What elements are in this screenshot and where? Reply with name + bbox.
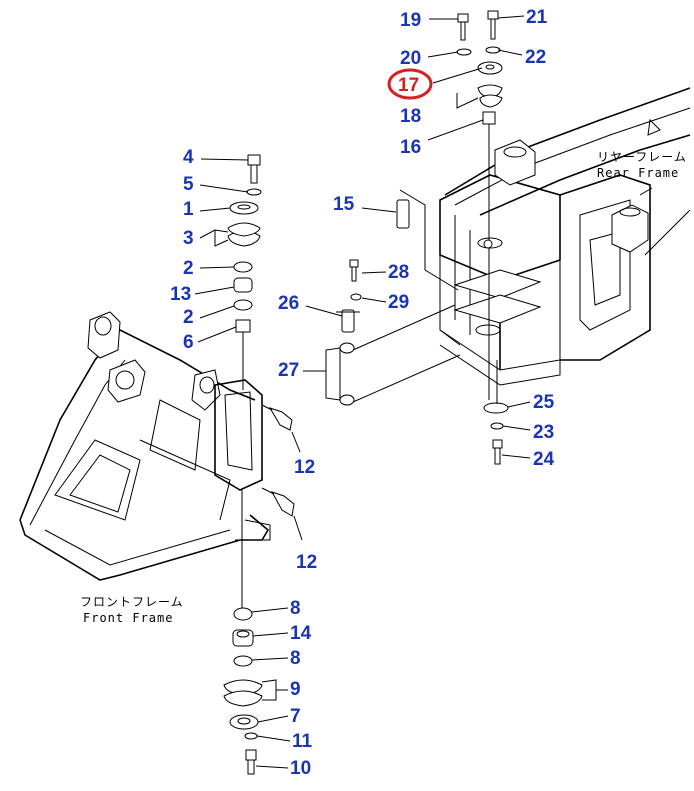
lower-left-stack [223, 490, 263, 775]
callout-4: 4 [183, 147, 194, 168]
callout-numbers: 19 21 20 22 17 18 16 15 4 5 1 3 2 13 2 6… [170, 7, 555, 779]
callout-22: 22 [525, 47, 546, 68]
callout-12-lower: 12 [296, 552, 317, 573]
rear-frame-label-jp: リヤーフレーム [597, 150, 687, 164]
callout-13: 13 [170, 284, 191, 305]
upper-pin-stack [456, 10, 509, 465]
callout-15: 15 [333, 194, 355, 215]
grease-fittings [261, 404, 295, 517]
callout-7: 7 [290, 706, 301, 727]
callout-2-lower: 2 [183, 307, 194, 328]
callout-27: 27 [278, 360, 299, 381]
leader-lines [194, 15, 531, 769]
callout-16: 16 [400, 137, 421, 158]
callout-23: 23 [533, 422, 554, 443]
callout-9: 9 [290, 679, 301, 700]
callout-6: 6 [183, 332, 194, 353]
callout-12-upper: 12 [294, 457, 315, 478]
front-frame-label-en: Front Frame [83, 611, 173, 625]
callout-14: 14 [290, 623, 312, 644]
callout-21: 21 [526, 7, 548, 28]
callout-8-upper: 8 [290, 598, 301, 619]
callout-29: 29 [388, 292, 409, 313]
callout-8-lower: 8 [290, 648, 301, 669]
callout-28: 28 [388, 262, 409, 283]
callout-10: 10 [290, 758, 311, 779]
callout-26: 26 [278, 293, 299, 314]
callout-24: 24 [533, 449, 555, 470]
upper-hinge-hole [483, 239, 493, 249]
callout-19: 19 [400, 10, 421, 31]
upper-left-stack [227, 154, 262, 390]
callout-17: 17 [398, 75, 419, 96]
callout-2-upper: 2 [183, 258, 194, 279]
callout-5: 5 [183, 174, 194, 195]
highlight-circle [387, 68, 433, 100]
callout-1: 1 [183, 199, 194, 220]
front-frame-label-jp: フロントフレーム [80, 595, 184, 609]
callout-3: 3 [183, 228, 194, 249]
front-frame-drawing [19, 311, 271, 581]
callout-11: 11 [292, 731, 313, 752]
rear-frame-label-en: Rear Frame [597, 166, 679, 180]
callout-18: 18 [400, 106, 421, 127]
pins-15-26 [336, 189, 461, 406]
rear-frame-drawing [439, 87, 691, 386]
callout-20: 20 [400, 48, 421, 69]
callout-25: 25 [533, 392, 555, 413]
